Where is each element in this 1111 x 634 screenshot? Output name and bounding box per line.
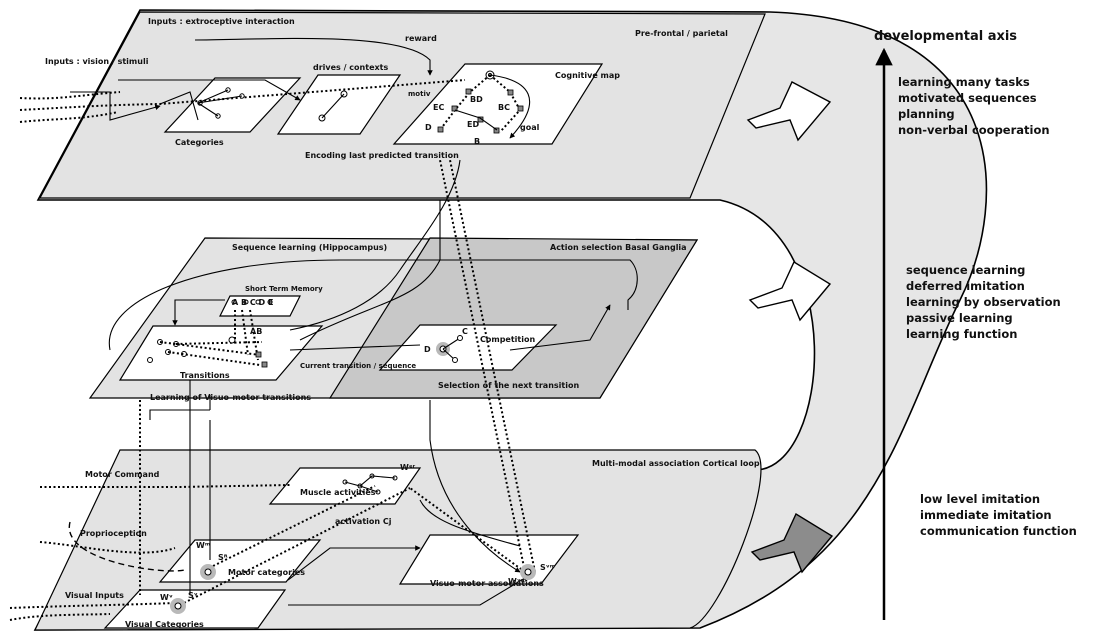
stm-plate	[219, 295, 301, 317]
multimodal-label: Multi-modal association Cortical loop	[592, 459, 760, 468]
wm-label: Wᵐ	[196, 541, 210, 550]
motor-command-label: Motor Command	[85, 470, 160, 479]
node-bc-label: BC	[498, 103, 510, 112]
node-bd-label: BD	[470, 95, 483, 104]
activation-label: activation Cj	[335, 517, 392, 526]
middle-layer	[88, 237, 699, 399]
proprioception-label: Proprioception	[80, 529, 147, 538]
visual-categories-label: Visual Categories	[125, 620, 204, 629]
selection-caption: Selection of the next transition	[438, 381, 579, 390]
competition-plate	[378, 324, 558, 371]
cognitive-map-graph	[437, 70, 531, 139]
competition-label: Competition	[480, 335, 535, 344]
cognitive-map-plate	[392, 63, 604, 145]
low-layer-connections	[9, 159, 536, 621]
prefrontal-label: Pre-frontal / parietal	[635, 29, 728, 38]
mid-stage-arrow	[748, 260, 832, 322]
axis-title: developmental axis	[874, 29, 1017, 44]
svm-label: Sᵛᵐ	[540, 563, 555, 572]
axis-low-item-3: communication function	[920, 524, 1077, 538]
motiv-label: motiv	[408, 90, 431, 98]
axis-mid-item-2: deferred imitation	[906, 279, 1025, 293]
middle-layer-connections	[108, 159, 638, 410]
node-b-label: B	[474, 137, 480, 146]
competition-graph	[436, 335, 463, 363]
mid-node-ab-label: AB	[250, 327, 262, 336]
mid-node-c-label: C	[462, 327, 468, 336]
motor-categories-label: Motor categories	[228, 568, 305, 577]
transition-graph	[147, 299, 273, 368]
visual-inputs-label: Visual Inputs	[65, 591, 124, 600]
axis-mid-item-4: passive learning	[906, 311, 1013, 325]
transitions-plate	[118, 325, 324, 381]
wr-label: Wᵉʳ	[400, 463, 416, 472]
node-d-label: D	[425, 123, 432, 132]
axis-top-item-4: non-verbal cooperation	[898, 123, 1050, 137]
categories-plate	[163, 77, 302, 133]
inputs-vision-label: Inputs : vision / stimuli	[45, 57, 149, 66]
low-layer	[34, 449, 762, 631]
top-layer	[38, 11, 766, 199]
wv-label: Wᵛ	[160, 593, 173, 602]
goal-label: goal	[520, 123, 540, 132]
axis-mid-item-1: sequence learning	[906, 263, 1025, 277]
low-stage-arrow	[750, 512, 834, 574]
mid-learning-caption: Learning of Visuo-motor transitions	[150, 393, 311, 402]
axis-mid-item-3: learning by observation	[906, 295, 1061, 309]
axis-top-item-3: planning	[898, 107, 955, 121]
top-stage-arrow	[746, 81, 832, 142]
categories-label: Categories	[175, 138, 224, 147]
transitions-label: Transitions	[180, 371, 230, 380]
w2-label: Wᵛᵐ	[508, 577, 526, 586]
sv-label: Sᵛ	[188, 591, 198, 600]
motor-categories-plate	[158, 539, 322, 583]
inputs-interaction-label: Inputs : extroceptive interaction	[148, 17, 295, 26]
top-learning-caption: Encoding last predicted transition	[305, 151, 459, 160]
stm-label: Short Term Memory	[245, 285, 323, 293]
axis-low-item-2: immediate imitation	[920, 508, 1052, 522]
axis-low-item-1: low level imitation	[920, 492, 1040, 506]
node-ec-label: EC	[433, 103, 444, 112]
axis-top-item-1: learning many tasks	[898, 75, 1030, 89]
sequence-learning-label: Sequence learning (Hippocampus)	[232, 243, 387, 252]
visuomotor-label: Visuo-motor associations	[430, 579, 544, 588]
muscle-activities-label: Muscle activities	[300, 488, 376, 497]
visual-categories-plate	[103, 589, 287, 629]
mid-node-d-label: D	[424, 345, 431, 354]
stage-arrows	[746, 81, 834, 574]
reward-label: reward	[405, 34, 437, 43]
node-ed-label: ED	[467, 120, 479, 129]
muscle-graph	[342, 473, 398, 495]
action-selection-label: Action selection Basal Ganglia	[550, 243, 687, 252]
drives-plate	[276, 74, 402, 135]
top-layer-connections	[19, 37, 531, 139]
cognitive-map-label: Cognitive map	[555, 71, 620, 80]
drives-label: drives / contexts	[313, 63, 388, 72]
current-transition-label: Current transition / sequence	[300, 362, 416, 370]
axis-top-item-2: motivated sequences	[898, 91, 1037, 105]
sr-label: Sᴿ	[218, 553, 228, 562]
axis-mid-item-5: learning function	[906, 327, 1017, 341]
stm-letters-label: A B C D E	[232, 298, 273, 307]
